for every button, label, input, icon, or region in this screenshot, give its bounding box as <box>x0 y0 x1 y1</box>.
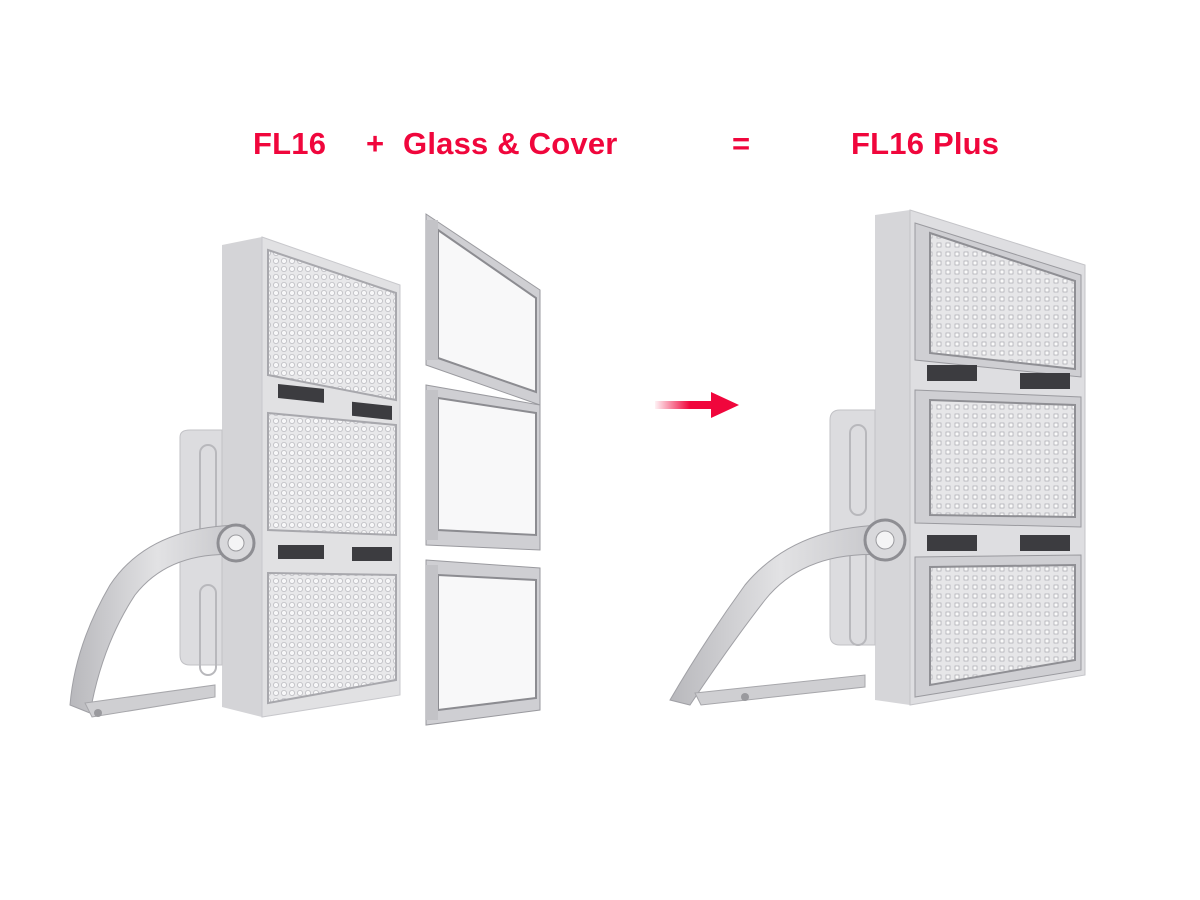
cover-frame-2 <box>425 384 541 551</box>
arrow-right-gradient-icon <box>655 392 740 420</box>
fl16-product-image <box>40 225 410 735</box>
cover-frame-1 <box>425 213 541 406</box>
glass-cover-image <box>420 210 555 730</box>
base-product-label: FL16 <box>253 126 327 161</box>
addon-label: Glass & Cover <box>403 126 618 161</box>
floodlight-plus-icon <box>669 209 1086 706</box>
result-product-label: FL16 Plus <box>851 126 1000 161</box>
floodlight-icon <box>69 236 401 718</box>
plus-sign: + <box>366 126 385 161</box>
fl16-plus-product-image <box>665 205 1095 715</box>
cover-frame-3 <box>425 559 541 726</box>
cover-frames-icon <box>425 213 541 726</box>
equals-sign: = <box>732 126 751 161</box>
